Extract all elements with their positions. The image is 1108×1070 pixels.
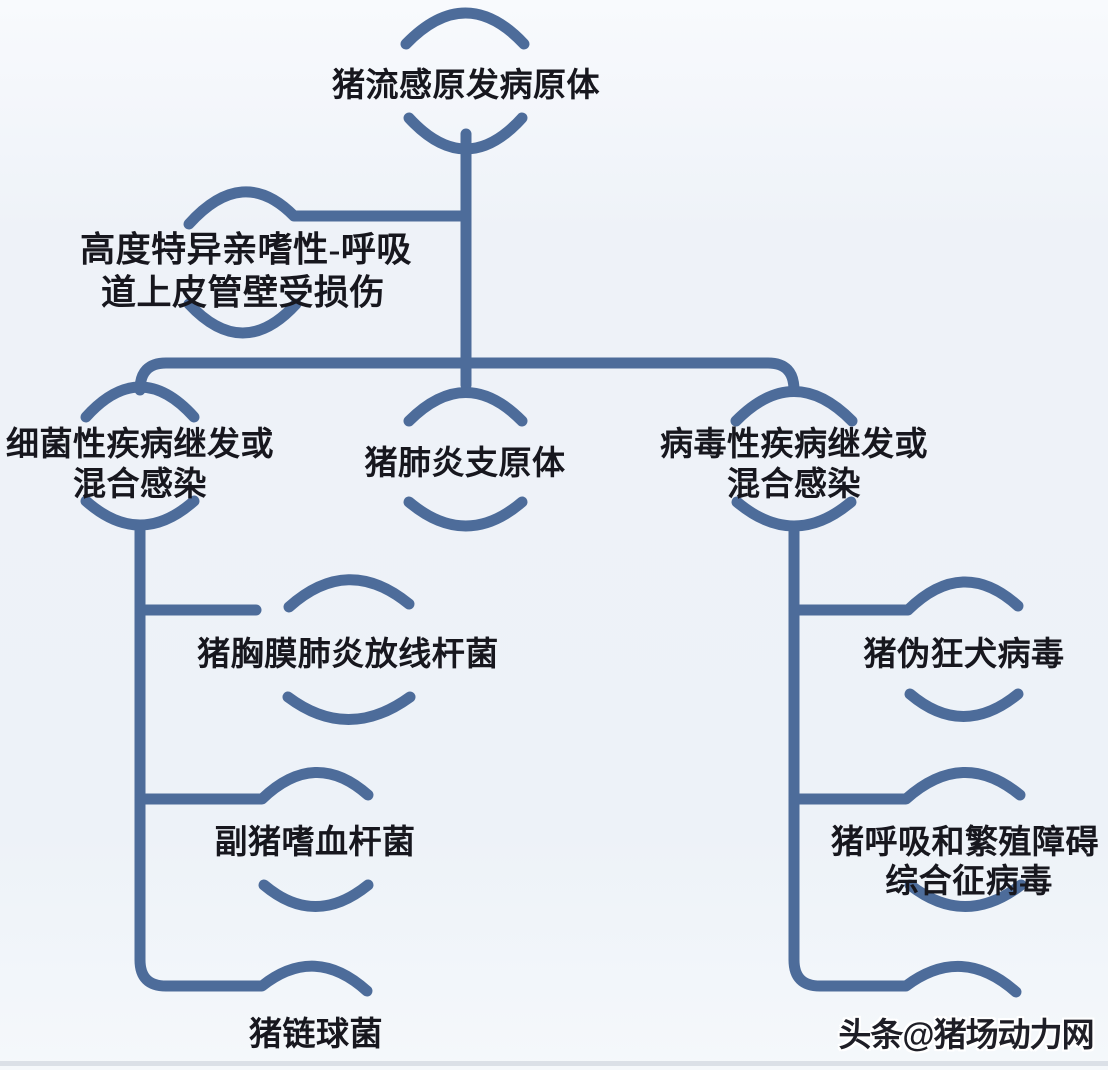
bacterial-branch-spine [134,522,373,997]
viral-child2-stub-arc [788,767,1026,805]
mechanism-label-line2: 道上皮管壁受损伤 [100,273,386,313]
bacterial-child2-stub-arc [134,767,374,805]
prrsv-node-label-line2: 综合征病毒 [885,864,1053,900]
prv-node-bottom-arc [904,688,1024,722]
hps-node-label: 副猪嗜血杆菌 [214,825,416,861]
viral-branch-spine [788,522,1022,998]
root-node-label: 猪流感原发病原体 [332,68,600,104]
mycoplasma-node-top-arc [403,387,528,427]
watermark-text: 头条@猪场动力网 [838,1016,1094,1053]
mechanism-label-line1: 高度特异亲嗜性-呼吸 [80,230,412,270]
bacterial-node-label-line1: 细菌性疾病继发或 [6,427,274,463]
viral-child1-stub-arc [788,576,1024,616]
viral-node-label-line2: 混合感染 [727,467,861,503]
app-node-label: 猪胸膜肺炎放线杆菌 [197,637,499,673]
mechanism-bottom-arc [183,298,302,339]
mycoplasma-node-label: 猪肺炎支原体 [364,446,566,482]
prv-node-label: 猪伪狂犬病毒 [863,637,1065,673]
prrsv-node-label-line1: 猪呼吸和繁殖障碍 [831,825,1099,861]
app-node-bottom-arc [282,691,416,725]
mechanism-top-arc-connector [183,186,472,230]
splitter-line [134,357,800,396]
prrsv-node-bottom-arc [904,879,1027,912]
bacterial-node-top-arc [80,381,200,423]
streptococcus-node-label: 猪链球菌 [249,1017,383,1053]
bottom-edge-artifact [0,1061,1108,1066]
viral-node-top-arc [730,386,858,427]
mycoplasma-node-bottom-arc [403,496,528,532]
bacterial-node-label-line2: 混合感染 [73,467,207,503]
viral-node-bottom-arc [731,496,857,532]
hps-node-bottom-arc [258,879,374,912]
app-node-top-arc [283,574,415,613]
viral-node-label-line1: 病毒性疾病继发或 [660,427,928,463]
root-node-top-arc [400,7,530,50]
